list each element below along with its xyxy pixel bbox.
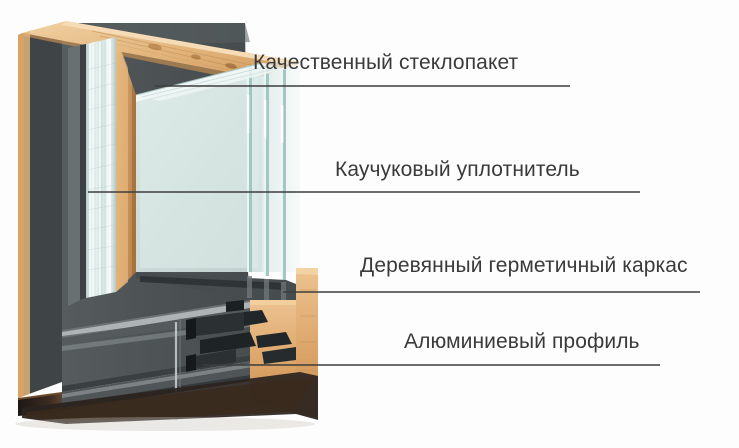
insulating-glass-unit [135, 62, 300, 280]
left-vertical-jamb [68, 37, 136, 306]
gasket-and-hardware-slots [186, 300, 296, 372]
wood-left-outer-strip [18, 31, 30, 398]
callout-label-glazing: Качественный стеклопакет [253, 51, 519, 74]
wood-frame-top-edge [18, 21, 300, 82]
callout-leader-lines [88, 85, 700, 366]
glass-pane-edges [247, 65, 286, 280]
callout-label-wood-frame: Деревянный герметичный каркас [360, 254, 688, 277]
callout-label-gasket: Каучуковый уплотнитель [335, 158, 580, 181]
callout-label-aluminium-profile: Алюминиевый профиль [404, 330, 640, 353]
base-shadow [18, 372, 318, 424]
